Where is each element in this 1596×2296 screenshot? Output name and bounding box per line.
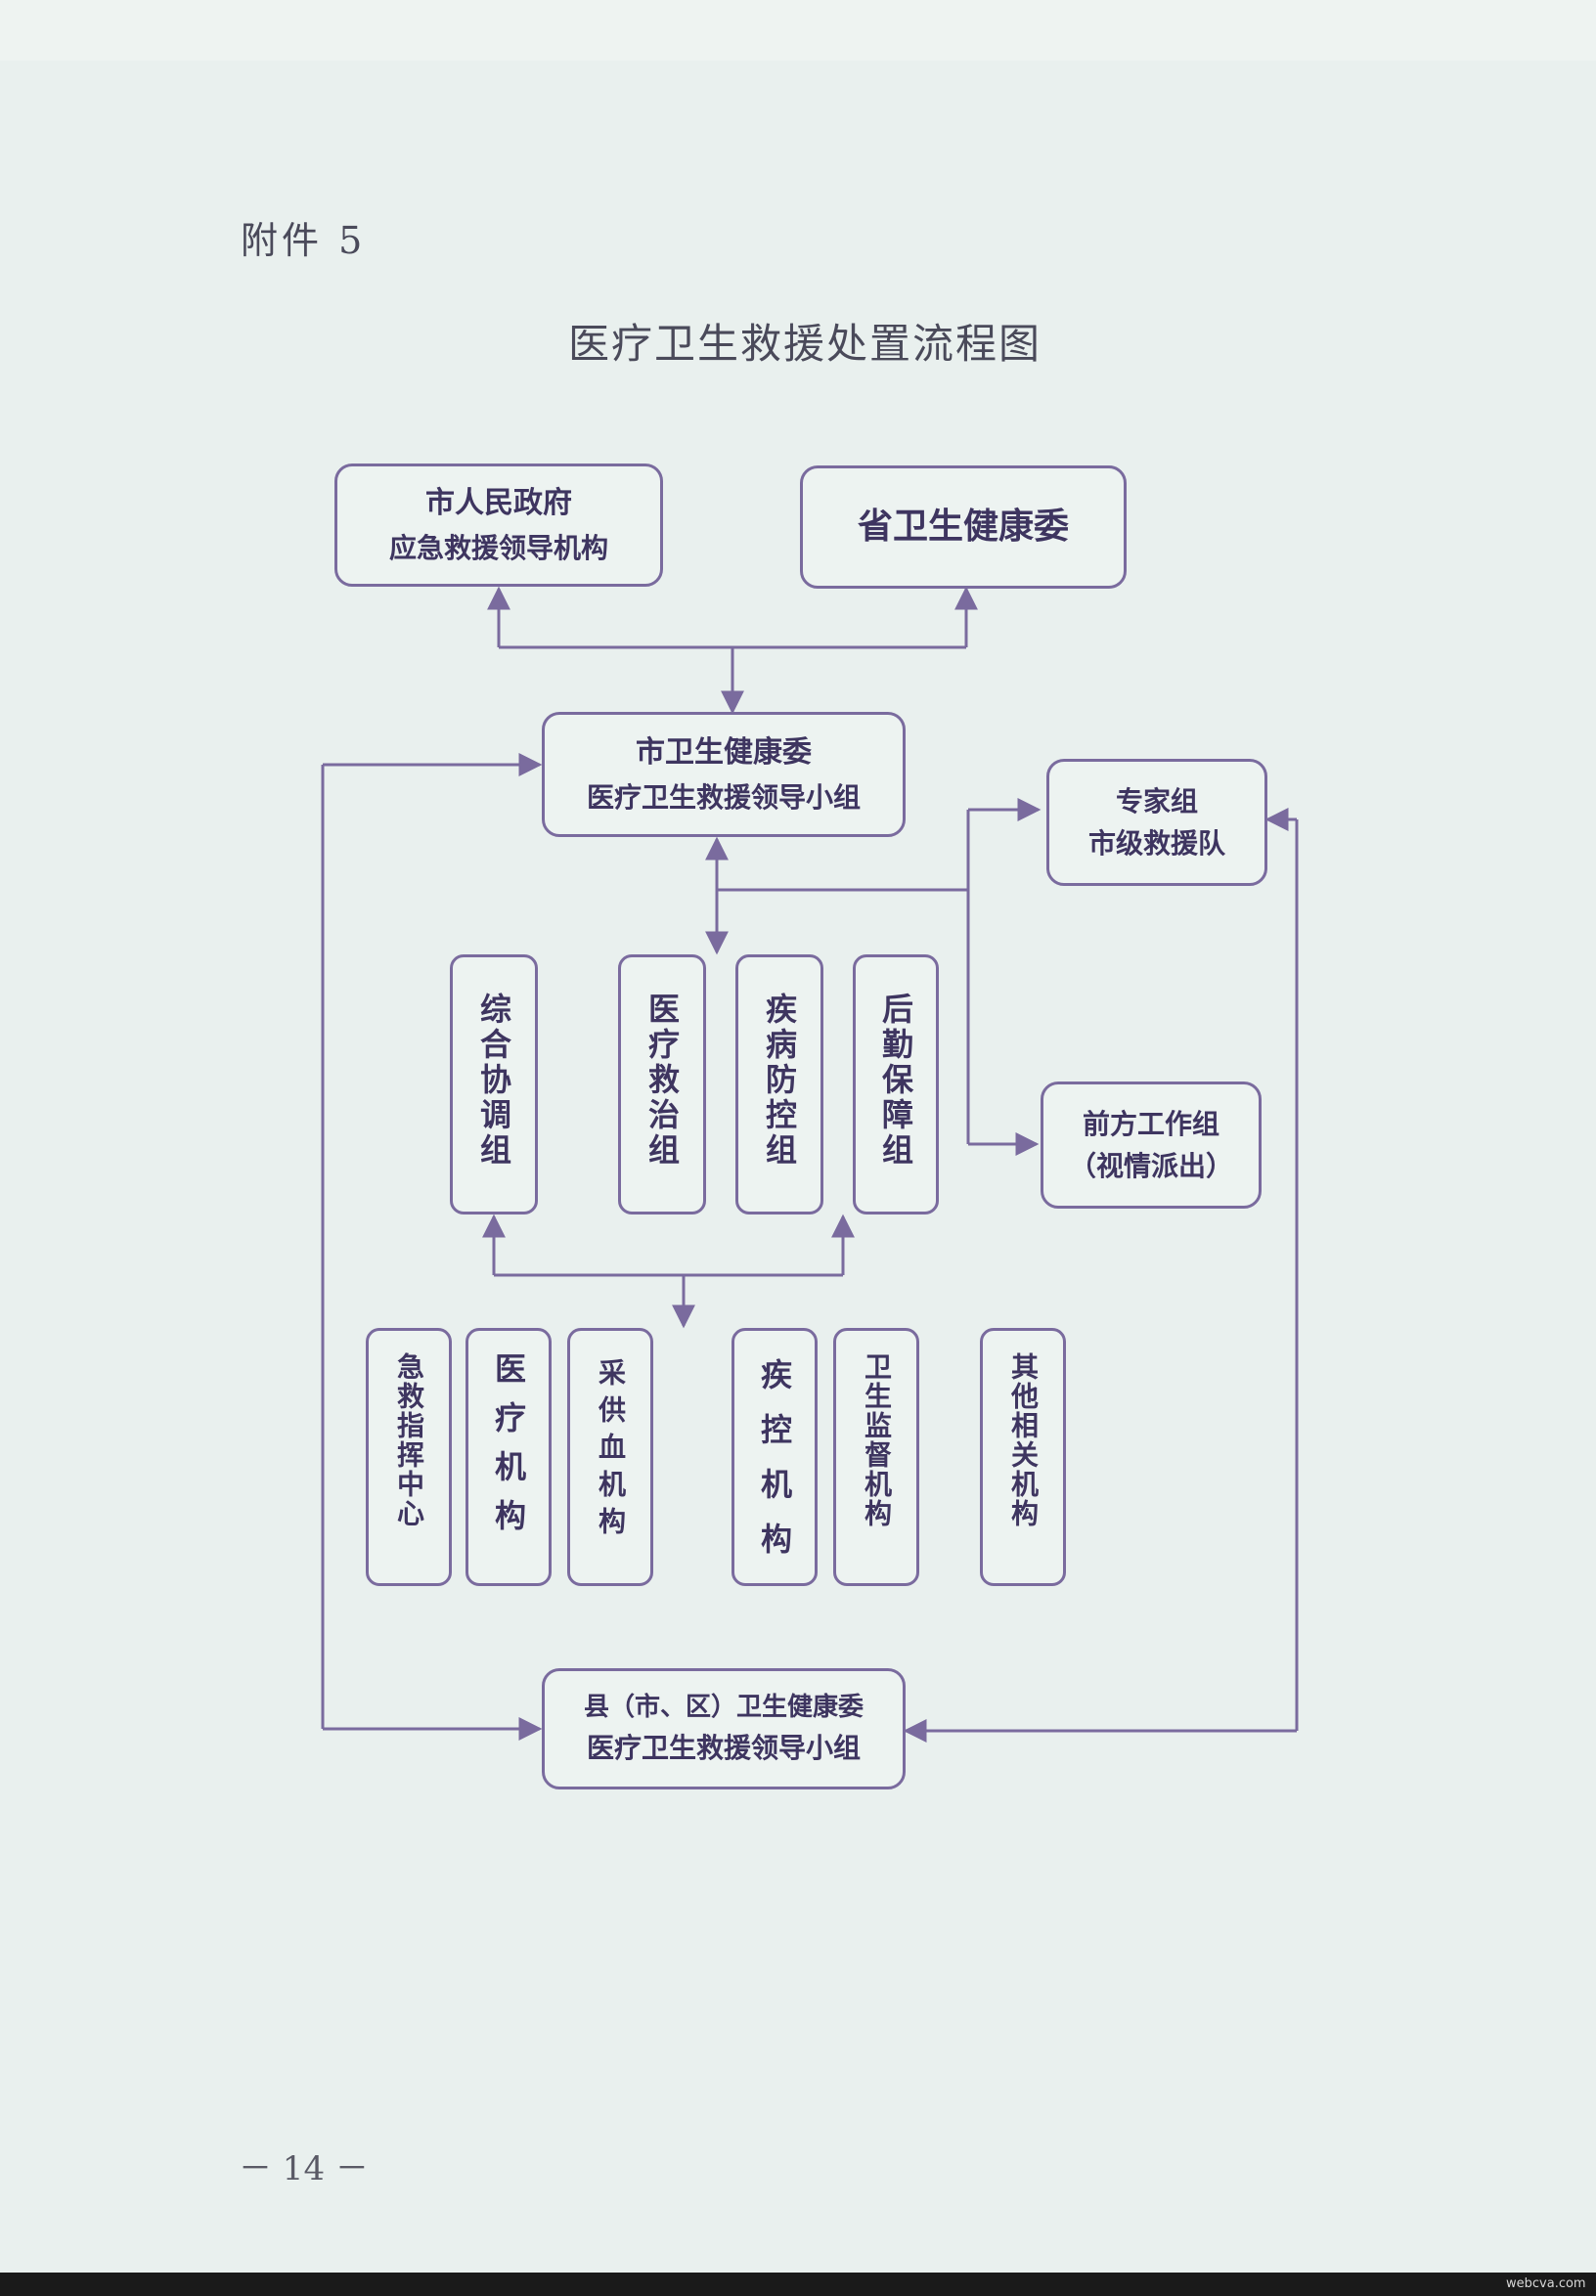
institution-label-blood-supply: 采供血机构 [595,1358,627,1544]
scan-top-band [0,0,1596,61]
institution-box-other: 其他相关机构 [980,1328,1066,1586]
city-health-commission-line1: 市卫生健康委 [636,735,812,771]
city-government-line2: 应急救援领导机构 [388,531,608,564]
group-box-medical-treatment: 医疗救治组 [618,954,706,1214]
institution-label-other: 其他相关机构 [1007,1352,1040,1528]
institution-box-blood-supply: 采供血机构 [567,1328,653,1586]
group-label-coordination: 综合协调组 [475,993,512,1169]
county-health-commission-box: 县（市、区）卫生健康委 医疗卫生救援领导小组 [542,1668,906,1789]
page-number: － 14 － [239,2149,369,2188]
scan-bottom-band [0,2273,1596,2296]
institution-label-emergency-center: 急救指挥中心 [393,1352,425,1528]
flowchart-title: 医疗卫生救援处置流程图 [567,320,1042,368]
expert-group-line1: 专家组 [1115,784,1198,817]
group-box-logistics: 后勤保障组 [853,954,939,1214]
institution-label-health-supervision: 卫生监督机构 [861,1352,893,1528]
city-government-line1: 市人民政府 [425,486,572,521]
province-health-commission-box: 省卫生健康委 [800,465,1127,589]
group-label-disease-control: 疾病防控组 [761,993,798,1169]
county-health-commission-line1: 县（市、区）卫生健康委 [583,1693,864,1723]
institution-box-medical: 医疗机构 [466,1328,552,1586]
county-health-commission-line2: 医疗卫生救援领导小组 [586,1732,861,1765]
front-working-group-line1: 前方工作组 [1082,1107,1219,1140]
city-health-commission-line2: 医疗卫生救援领导小组 [586,780,861,814]
group-label-medical-treatment: 医疗救治组 [643,993,681,1169]
province-health-commission-label: 省卫生健康委 [857,506,1069,548]
group-box-disease-control: 疾病防控组 [735,954,823,1214]
front-working-group-line2: （视情派出） [1068,1150,1233,1182]
attachment-label: 附件 5 [241,219,367,262]
group-box-coordination: 综合协调组 [450,954,538,1214]
expert-group-box: 专家组 市级救援队 [1046,759,1267,886]
institution-label-medical: 医疗机构 [490,1352,527,1548]
city-health-commission-box: 市卫生健康委 医疗卫生救援领导小组 [542,712,906,837]
institution-label-disease-control: 疾控机构 [756,1358,793,1577]
watermark: webcva.com [1506,2276,1586,2291]
group-label-logistics: 后勤保障组 [877,993,914,1169]
institution-box-health-supervision: 卫生监督机构 [833,1328,919,1586]
institution-box-emergency-center: 急救指挥中心 [366,1328,452,1586]
city-government-box: 市人民政府 应急救援领导机构 [334,464,663,587]
expert-group-line2: 市级救援队 [1087,827,1225,860]
institution-box-disease-control: 疾控机构 [732,1328,818,1586]
front-working-group-box: 前方工作组 （视情派出） [1041,1082,1262,1209]
